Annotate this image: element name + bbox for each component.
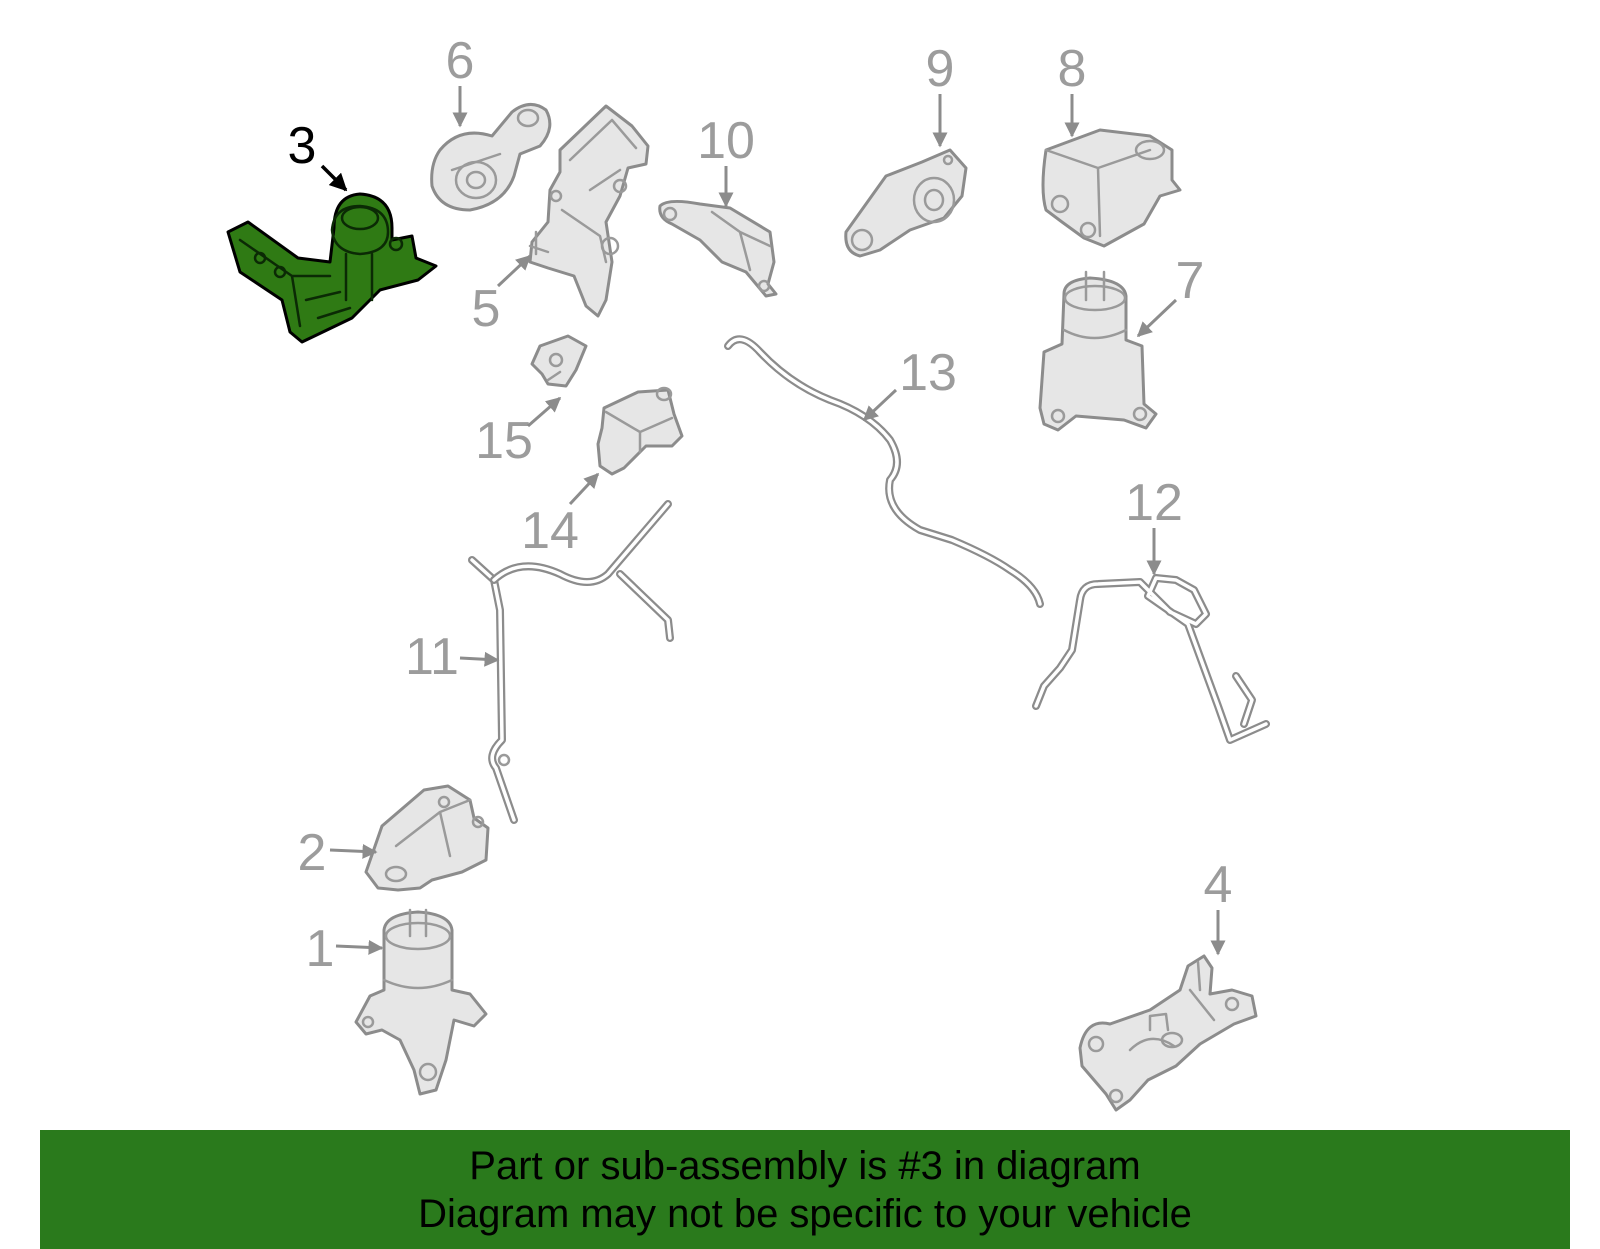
callout-label-3: 3 (288, 117, 317, 175)
callout-12: 12 (1125, 474, 1183, 576)
callout-6: 6 (446, 32, 475, 128)
callout-14: 14 (521, 472, 600, 560)
callout-label-12: 12 (1125, 474, 1183, 532)
callout-label-2: 2 (298, 824, 327, 882)
part-2-engine-mount (364, 784, 490, 892)
callout-label-9: 9 (926, 40, 955, 98)
callout-label-13: 13 (899, 344, 957, 402)
callout-label-14: 14 (521, 502, 579, 560)
callout-2: 2 (298, 824, 378, 882)
callout-1: 1 (306, 920, 384, 978)
callout-label-11: 11 (405, 628, 459, 686)
part-14-valve (596, 386, 684, 476)
callout-10: 10 (697, 112, 755, 208)
callout-label-1: 1 (306, 920, 335, 978)
callout-label-8: 8 (1058, 40, 1087, 98)
part-15-bracket (530, 334, 588, 388)
callout-15: 15 (475, 396, 562, 470)
part-13-vacuum-hose (724, 335, 1044, 608)
parts-diagram: 3 6 5 10 (226, 32, 1270, 1112)
callout-7: 7 (1136, 252, 1205, 338)
callout-9: 9 (926, 40, 955, 148)
callout-8: 8 (1058, 40, 1087, 138)
part-5-mount-bracket (528, 104, 650, 318)
callout-5: 5 (472, 254, 532, 338)
callout-label-4: 4 (1204, 856, 1233, 914)
callout-4: 4 (1204, 856, 1233, 956)
part-4-transmission-mount (1078, 954, 1258, 1112)
part-6-torque-rod (430, 103, 552, 212)
info-banner: Part or sub-assembly is #3 in diagram Di… (40, 1130, 1570, 1249)
callout-label-15: 15 (475, 412, 533, 470)
part-8-mount (1041, 128, 1182, 248)
callout-label-6: 6 (446, 32, 475, 90)
part-1-engine-mount (354, 908, 488, 1096)
banner-line-2: Diagram may not be specific to your vehi… (418, 1191, 1192, 1236)
part-7-engine-mount (1038, 270, 1158, 432)
part-9-mount (844, 148, 968, 258)
part-10-bracket (658, 199, 778, 298)
callout-11: 11 (405, 628, 500, 686)
part-12-vacuum-rod (1032, 574, 1270, 744)
callout-label-7: 7 (1176, 252, 1205, 310)
part-3-engine-mount-bracket[interactable] (226, 192, 438, 344)
callout-label-10: 10 (697, 112, 755, 170)
banner-line-1: Part or sub-assembly is #3 in diagram (469, 1143, 1141, 1188)
callout-13: 13 (862, 344, 957, 422)
callout-label-5: 5 (472, 280, 501, 338)
callout-3: 3 (288, 117, 348, 192)
part-11-vacuum-rod (468, 500, 674, 824)
